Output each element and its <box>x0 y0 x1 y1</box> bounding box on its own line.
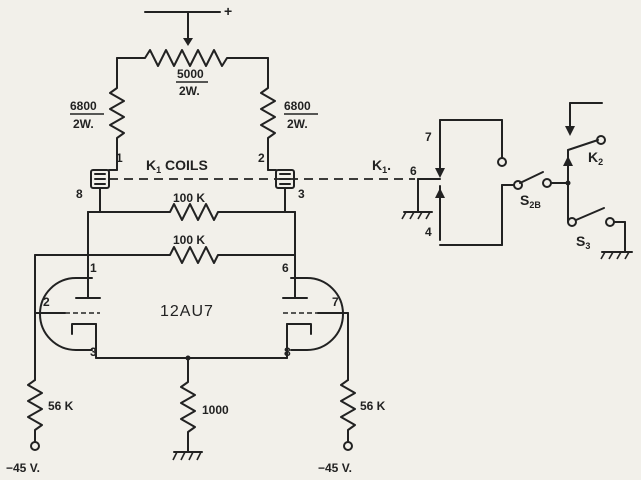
r-56k-right-label: 56 K <box>360 399 386 413</box>
r-100k-top-label: 100 K <box>173 191 205 205</box>
resistor-6800-right <box>260 57 276 171</box>
r-right-value-label: 6800 <box>284 99 311 113</box>
relay-k1-contacts <box>401 119 523 246</box>
r-56k-left-label: 56 K <box>48 399 74 413</box>
tube-pin-6: 6 <box>282 261 289 275</box>
k1-pin-6: 6 <box>410 164 417 178</box>
tube-pin-7: 7 <box>332 295 339 309</box>
tube-pin-1: 1 <box>90 261 97 275</box>
supply-plus-label: + <box>224 3 232 19</box>
pot-value-label: 5000 <box>177 67 204 81</box>
resistor-100k-bottom <box>34 246 296 264</box>
supply-line <box>144 11 221 46</box>
switch-s2b-label: S2B <box>520 192 541 210</box>
resistor-6800-left <box>109 57 125 171</box>
pot-rating-label: 2W. <box>179 84 200 98</box>
tube-pin-2: 2 <box>43 295 50 309</box>
tube-pin-3: 3 <box>90 345 97 359</box>
resistor-100k-top <box>87 203 296 221</box>
r-left-rating-label: 2W. <box>73 117 94 131</box>
coil-pin-8: 8 <box>76 187 83 201</box>
resistor-56k-right <box>340 312 356 451</box>
cathode-bus <box>95 323 288 361</box>
bias-right-label: −45 V. <box>318 461 352 475</box>
tube-right-half <box>282 277 349 351</box>
coil-left <box>87 169 118 213</box>
relay-k1-label: K1. <box>372 157 391 175</box>
coil-right <box>267 169 296 213</box>
k1-pin-7: 7 <box>425 130 432 144</box>
coil-pin-3: 3 <box>298 187 305 201</box>
relay-k2 <box>563 102 606 223</box>
k1-pin-4: 4 <box>425 225 432 239</box>
resistor-56k-left <box>27 379 43 451</box>
relay-k2-label: K2 <box>588 149 603 167</box>
bias-left-label: −45 V. <box>6 461 40 475</box>
switch-s3-label: S3 <box>576 233 590 251</box>
tube-left-half <box>34 277 101 351</box>
r-left-value-label: 6800 <box>70 99 97 113</box>
tube-type-label: 12AU7 <box>160 303 214 320</box>
r-cathode-label: 1000 <box>202 403 229 417</box>
resistor-1000 <box>172 357 203 461</box>
coils-label: K1 COILS <box>146 157 208 175</box>
coil-pin-1: 1 <box>116 151 123 165</box>
switch-s3 <box>567 207 633 260</box>
r-right-rating-label: 2W. <box>287 117 308 131</box>
potentiometer-5000 <box>116 49 269 67</box>
r-100k-bottom-label: 100 K <box>173 233 205 247</box>
switch-s2b <box>519 171 571 188</box>
coil-pin-2: 2 <box>258 151 265 165</box>
